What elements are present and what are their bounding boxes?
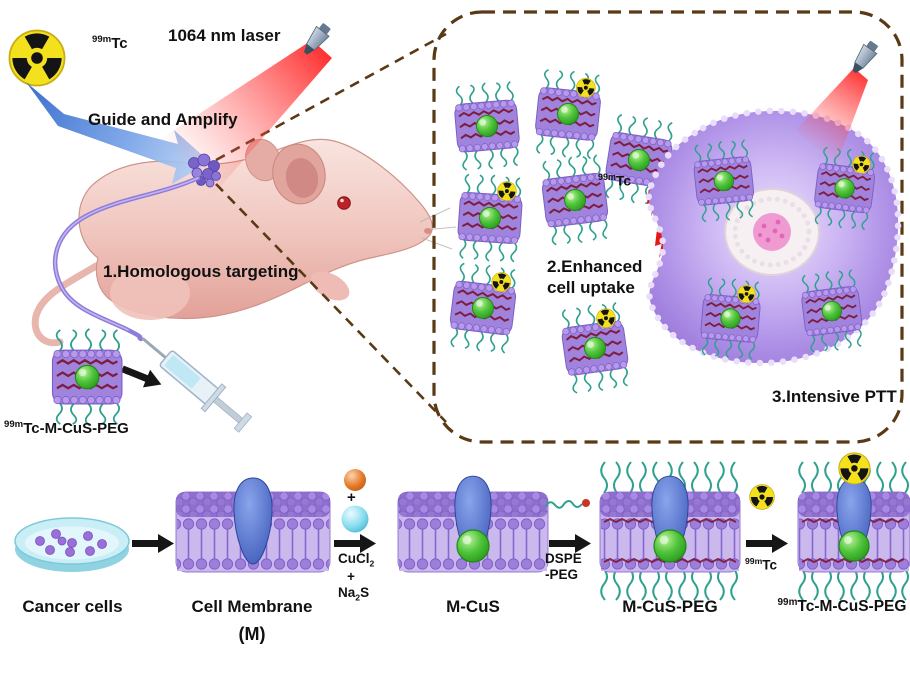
flow-arrow: [746, 534, 788, 553]
cus-core: [838, 530, 870, 562]
reagent-cucl2-na2s: CuCl2 + Na2S: [338, 551, 374, 603]
stage-sublabel-m: (M): [238, 624, 266, 644]
flow-arrow: [132, 534, 174, 553]
step1-label: 1.Homologous targeting: [103, 262, 299, 281]
plus-sign: +: [347, 489, 356, 506]
mouse: [31, 138, 457, 347]
step2-label: 2.Enhanced cell uptake: [547, 257, 642, 298]
stage-label-cell-membrane: Cell Membrane: [191, 597, 313, 616]
mouse-hind-leg: [110, 266, 190, 320]
cell-membrane-slab: [175, 477, 331, 573]
mouse-front-leg: [310, 271, 350, 301]
mouse-tail: [31, 262, 100, 347]
mouse-ear-inner: [285, 158, 319, 198]
tc-superscript: 99m: [92, 34, 112, 45]
tc-m-cus-peg-slab: [797, 453, 910, 601]
laser-label: 1064 nm laser: [168, 26, 281, 45]
laser-beam-right: [796, 68, 868, 166]
reagent-plus: +: [347, 568, 355, 584]
catheter: [52, 175, 201, 342]
guide-arrow: [26, 82, 210, 184]
stage-label-m-cus: M-CuS: [446, 597, 500, 616]
laser-beam-left: [150, 40, 332, 194]
cancer-cell-dots: [35, 529, 107, 557]
cus-core: [653, 529, 687, 563]
guide-amplify-label: Guide and Amplify: [88, 110, 238, 129]
step2-line2: cell uptake: [547, 277, 635, 297]
stage-label-cancer-cells: Cancer cells: [22, 597, 123, 616]
m-cus-slab: [397, 475, 549, 573]
radiolabeled-nanoparticle-icon: [558, 301, 631, 395]
radiation-icon: [9, 30, 64, 85]
m-cus-peg-slab: [599, 461, 741, 601]
zoom-tc-label: 99mTc: [598, 172, 632, 189]
radiolabeled-nanoparticle-icon: [533, 68, 604, 160]
mouse-eye: [337, 196, 351, 210]
step2-line1: 2.Enhanced: [547, 257, 643, 276]
radiation-icon-small: [750, 485, 775, 510]
petri-dish: [14, 517, 130, 572]
reagent-cucl2: CuCl2: [338, 551, 375, 569]
nanoparticle-icon: [451, 79, 523, 173]
nucleus: [724, 188, 820, 276]
mouse-nose: [424, 228, 432, 234]
probe-label: 99mTc-M-CuS-PEG: [4, 419, 129, 437]
cell-membrane-dots: [645, 107, 902, 367]
cus-core: [456, 529, 490, 563]
tc-label: 99mTc: [92, 34, 128, 52]
zoom-box: [432, 10, 904, 444]
radiation-icon-small: [839, 453, 870, 484]
reagent-dspe-peg: DSPE -PEG: [545, 551, 582, 582]
stage-label-tc-m-cus-peg: 99mTc-M-CuS-PEG: [777, 597, 907, 616]
cu-precursor-sphere: [344, 469, 366, 491]
step3-label: 3.Intensive PTT: [772, 387, 897, 406]
radiolabeled-nanoparticle-icon: [447, 262, 519, 355]
s-precursor-sphere: [341, 505, 369, 533]
reagent-na2s: Na2S: [338, 584, 370, 603]
cancer-cell: [645, 107, 902, 367]
radiolabeled-nanoparticle-icon: [456, 173, 524, 263]
dspe-peg-icon: [545, 499, 590, 509]
syringe-icon: [141, 337, 253, 433]
injection-arrow: [118, 360, 165, 394]
nanoparticle-icon: [537, 152, 613, 248]
stage-label-m-cus-peg: M-CuS-PEG: [622, 597, 718, 616]
reagent-tc: 99mTc: [745, 556, 778, 573]
